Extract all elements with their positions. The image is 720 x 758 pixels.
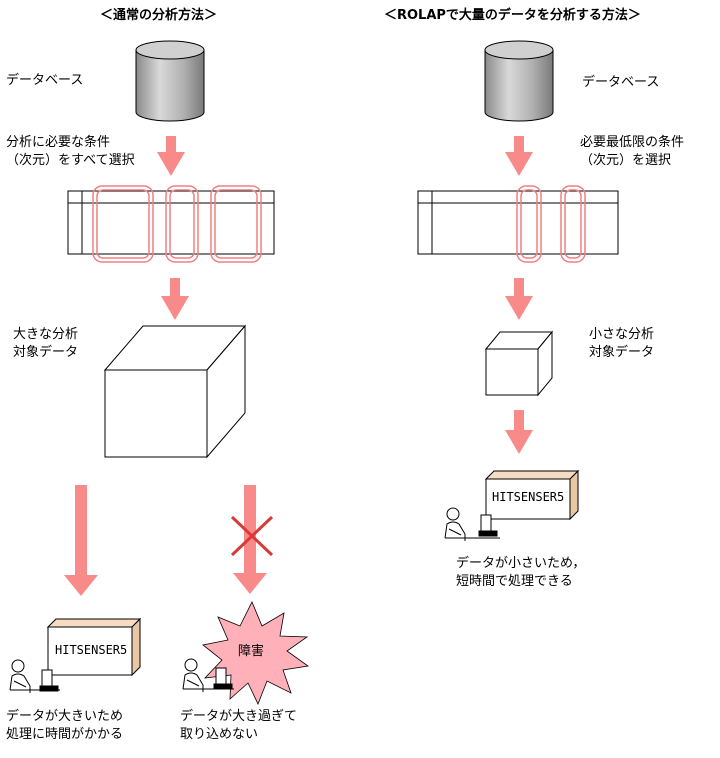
right-cube-label-2: 対象データ [589, 345, 655, 360]
right-system-box [484, 469, 580, 521]
right-select-label-2: （次元）を選択 [580, 153, 672, 168]
left-computer-user-icon [9, 659, 60, 693]
right-highlight-columns [516, 185, 586, 263]
right-system-name: HITSENSER5 [492, 490, 565, 504]
left-system-name: HITSENSER5 [55, 643, 128, 657]
burst-icon [202, 601, 310, 706]
right-title: ＜ROLAPで大量のデータを分析する方法＞ [384, 8, 641, 23]
left-arrow-2 [161, 278, 189, 320]
left-title: ＜通常の分析方法＞ [100, 8, 218, 23]
right-arrow-1 [505, 136, 533, 176]
right-cube-label-1: 小さな分析 [589, 327, 655, 342]
left-result-fail-2: 取り込めない [180, 727, 259, 742]
left-arrow-1 [157, 136, 185, 176]
right-table-icon [417, 190, 619, 255]
left-arrow-slow [64, 485, 98, 596]
left-cube-label-1: 大きな分析 [13, 327, 79, 342]
left-database-icon [135, 40, 205, 122]
left-result-slow-2: 処理に時間がかかる [6, 727, 124, 742]
right-select-label-1: 必要最低限の条件 [580, 135, 685, 150]
right-arrow-3 [505, 410, 533, 454]
left-select-label-2: （次元）をすべて選択 [6, 153, 135, 168]
right-arrow-2 [505, 278, 533, 320]
left-highlight-columns [92, 185, 262, 263]
right-result-2: 短時間で処理できる [456, 574, 573, 589]
right-db-label: データベース [582, 75, 660, 90]
left-cube-icon [103, 324, 247, 459]
right-computer-user-icon [444, 507, 500, 541]
cross-icon [230, 515, 274, 557]
right-database-icon [484, 40, 554, 122]
left-cube-label-2: 対象データ [13, 345, 79, 360]
right-result-1: データが小さいため， [456, 556, 586, 571]
left-result-slow-1: データが大きいため [6, 709, 124, 724]
error-label: 障害 [238, 644, 265, 659]
left-system-box [46, 617, 142, 677]
right-cube-icon [484, 330, 554, 397]
left-arrow-fail [233, 485, 267, 594]
left-table-icon [67, 190, 275, 255]
left-result-fail-1: データが大き過ぎて [180, 709, 298, 724]
left-computer-user-icon-2 [182, 658, 234, 692]
left-select-label-1: 分析に必要な条件 [6, 135, 111, 150]
left-db-label: データベース [6, 73, 84, 88]
